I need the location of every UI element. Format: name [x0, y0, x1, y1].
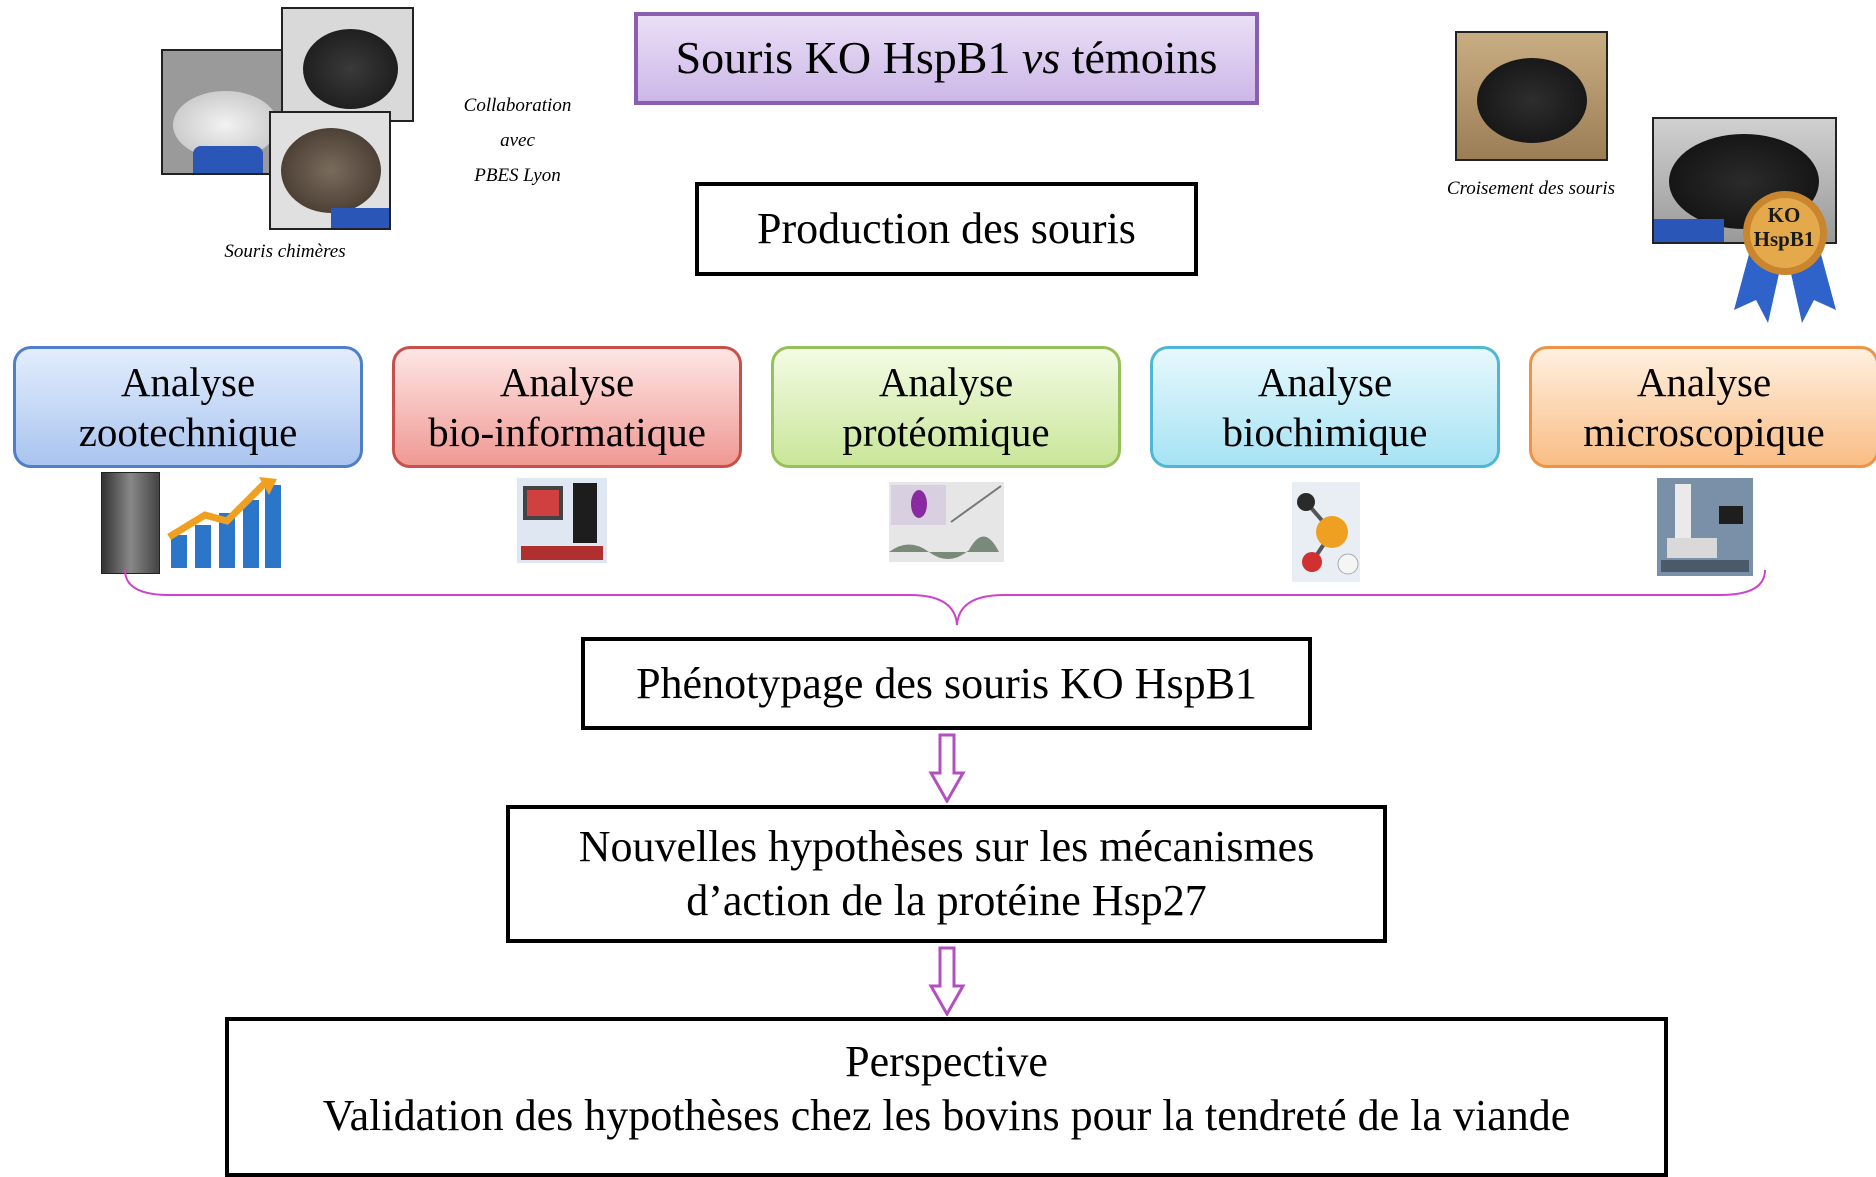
hypotheses-line2: d’action de la protéine Hsp27 — [686, 876, 1207, 925]
production-box: Production des souris — [695, 182, 1198, 276]
analysis-bio-informatique: Analyse bio-informatique — [392, 346, 742, 468]
brace-connector — [124, 569, 1766, 626]
analysis-zootechnique: Analyse zootechnique — [13, 346, 363, 468]
down-arrow-1 — [928, 733, 966, 803]
crossing-photo — [1455, 31, 1608, 161]
ribbon-badge-icon — [1734, 191, 1836, 323]
perspective-title: Perspective — [845, 1037, 1048, 1086]
title-box: Souris KO HspB1 vs témoins — [634, 12, 1259, 105]
down-arrow-2 — [928, 946, 966, 1016]
perspective-text: Validation des hypothèses chez les bovin… — [322, 1090, 1571, 1140]
phenotyping-box: Phénotypage des souris KO HspB1 — [581, 637, 1312, 730]
chimera-photo-2 — [281, 7, 414, 122]
chimeric-caption: Souris chimères — [224, 241, 346, 262]
scanner-machine-icon — [101, 472, 160, 574]
chimera-photo-3 — [269, 111, 391, 230]
phenotyping-text: Phénotypage des souris KO HspB1 — [636, 658, 1257, 708]
growth-chart-icon — [167, 477, 281, 568]
production-text: Production des souris — [757, 204, 1136, 254]
hypotheses-box: Nouvelles hypothèses sur les mécanismes … — [506, 805, 1387, 943]
microscope-icon — [1657, 478, 1753, 576]
crossing-caption: Croisement des souris — [1446, 178, 1616, 199]
badge-text: KO HspB1 — [1753, 203, 1815, 252]
perspective-box: Perspective Validation des hypothèses ch… — [225, 1017, 1668, 1177]
collaboration-text: Collaboration avec PBES Lyon — [463, 95, 572, 187]
analysis-biochimique: Analyse biochimique — [1150, 346, 1500, 468]
analysis-proteomique: Analyse protéomique — [771, 346, 1121, 468]
proteomics-plot-icon — [889, 482, 1004, 562]
computer-icon — [517, 478, 607, 563]
hypotheses-line1: Nouvelles hypothèses sur les mécanismes — [578, 822, 1315, 872]
molecule-icon — [1292, 482, 1360, 582]
title-text: Souris KO HspB1 vs témoins — [675, 32, 1218, 84]
analysis-microscopique: Analyse microscopique — [1529, 346, 1876, 468]
